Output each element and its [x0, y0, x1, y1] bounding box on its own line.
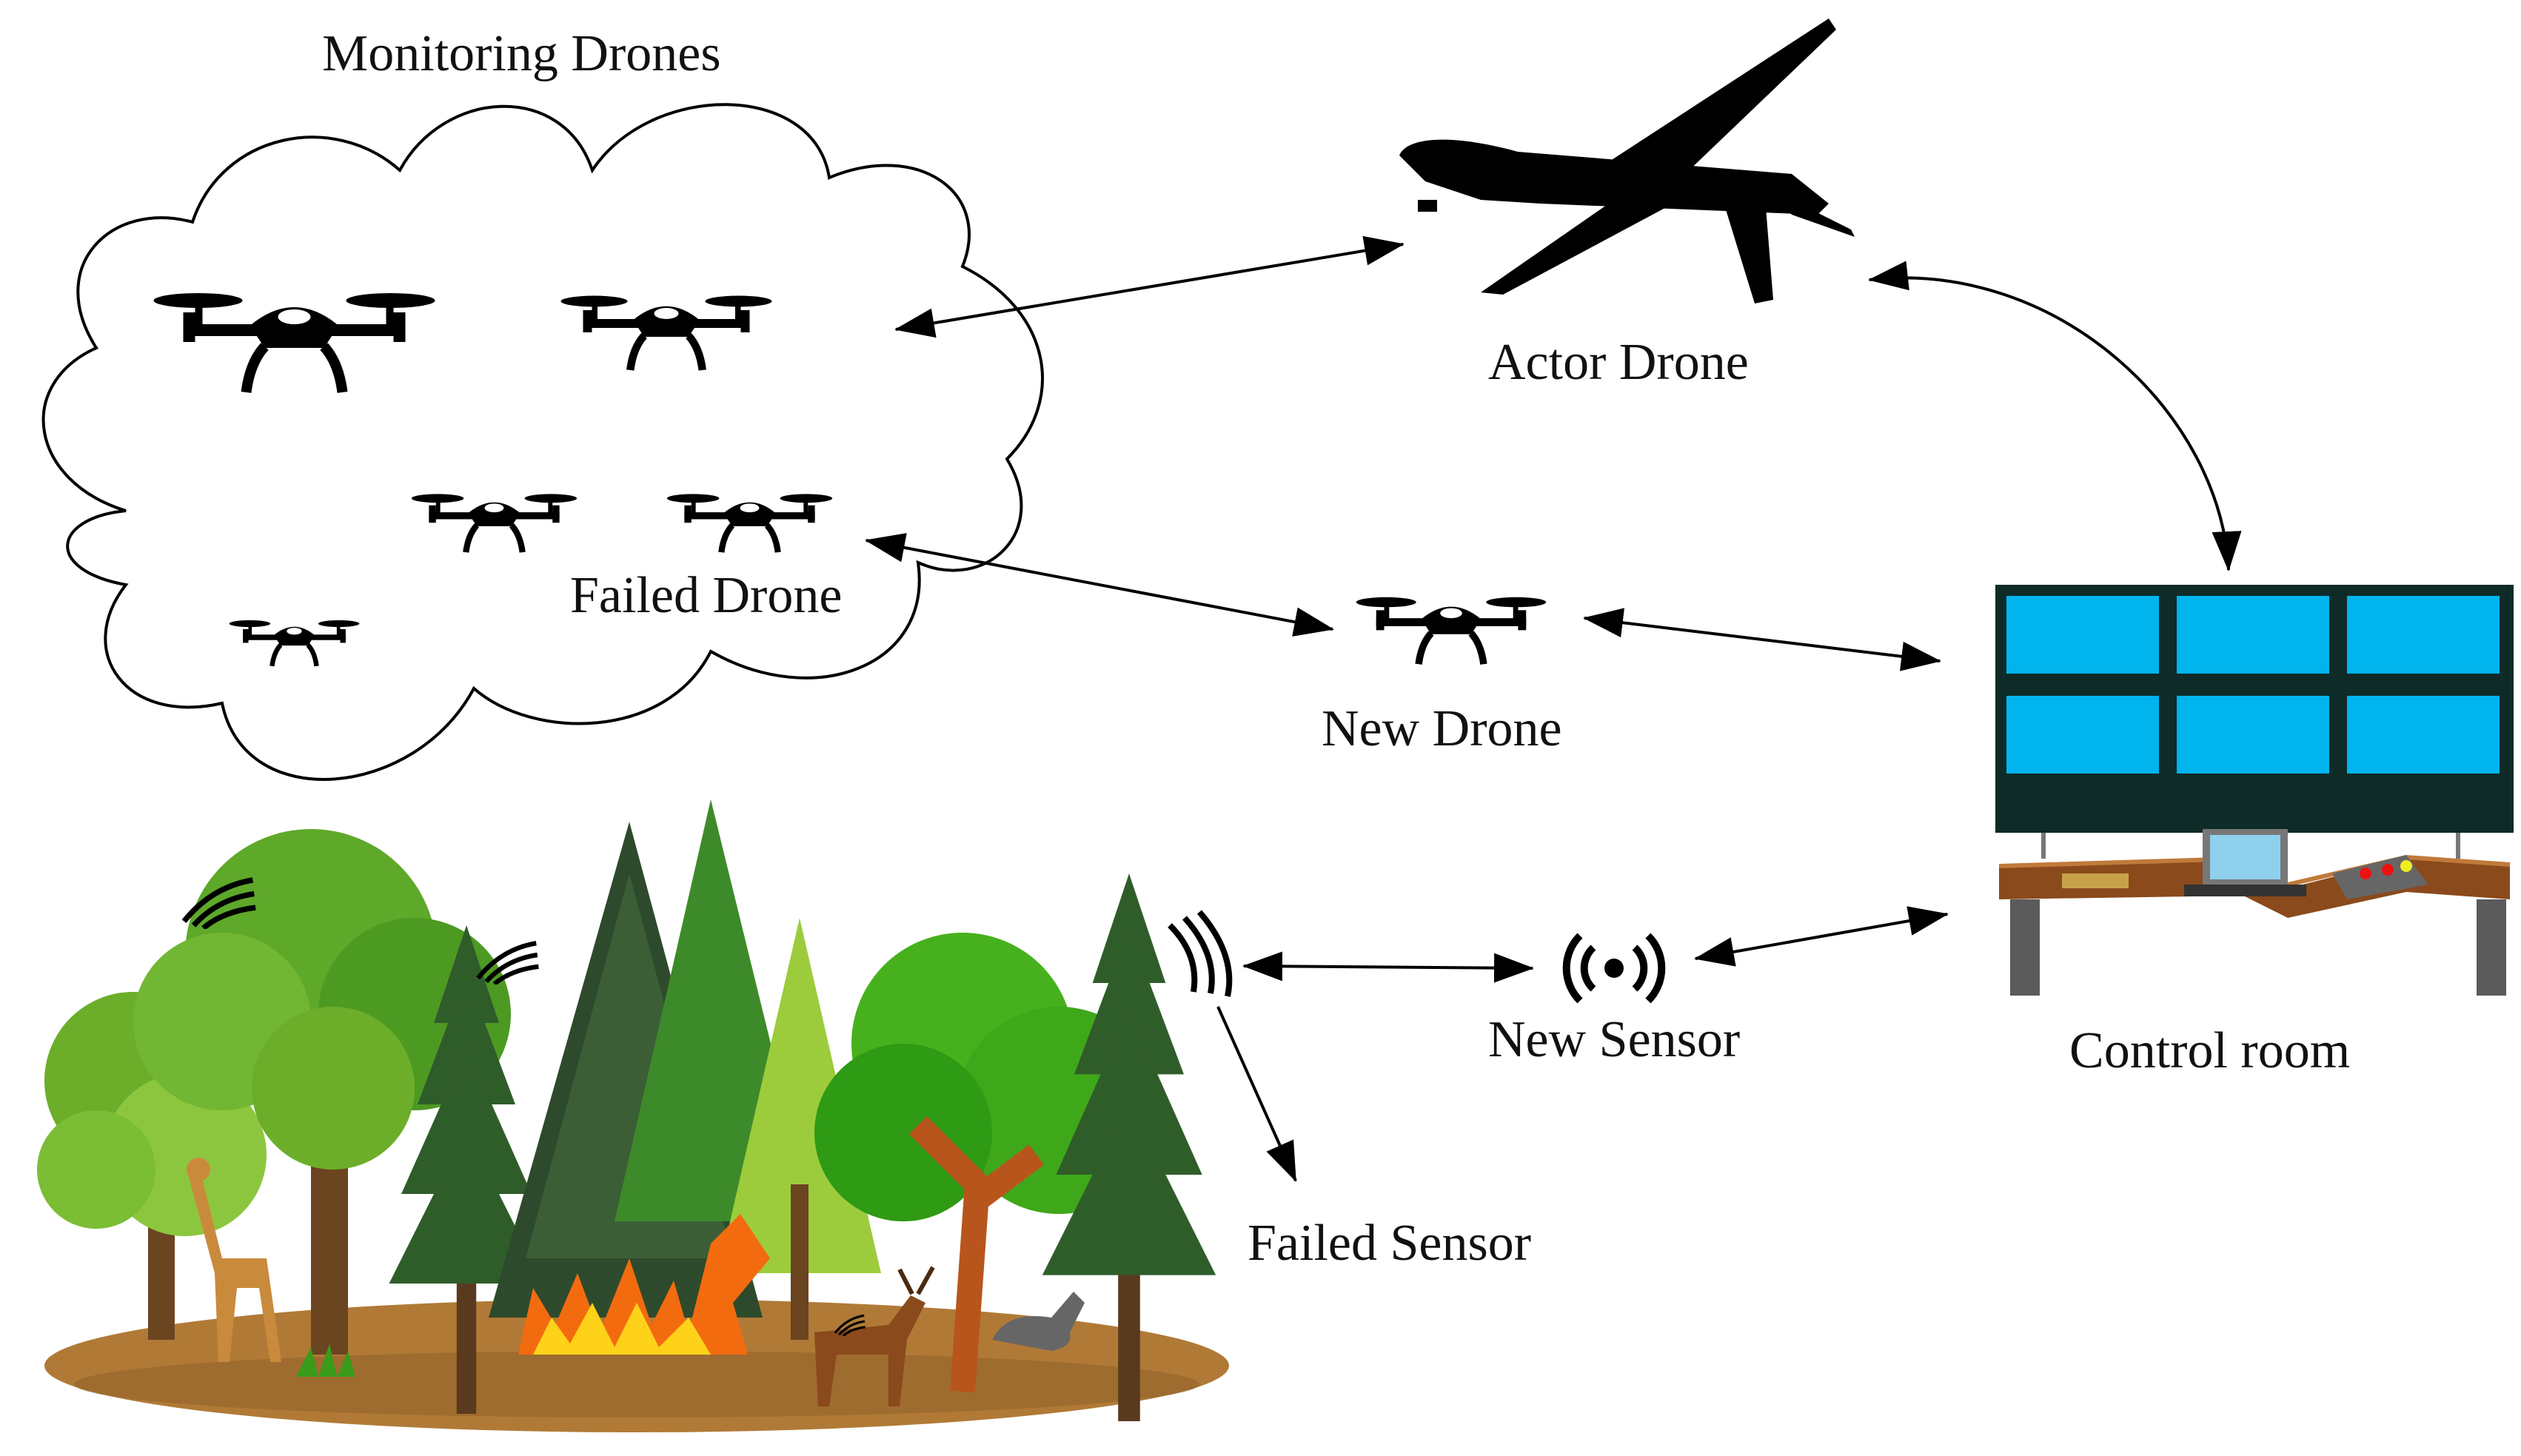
giraffe-icon — [187, 1158, 281, 1362]
arrow-cloud-actor — [894, 235, 1405, 338]
arrow-new-sensor-control — [1694, 906, 1949, 967]
arrow-new-drone-control — [1583, 608, 1941, 671]
donkey-icon — [992, 1292, 1085, 1351]
label-new-drone: New Drone — [1322, 700, 1562, 757]
label-failed-drone: Failed Drone — [570, 567, 843, 624]
label-failed-sensor: Failed Sensor — [1248, 1215, 1532, 1272]
label-new-sensor: New Sensor — [1488, 1011, 1741, 1068]
label-control-room: Control room — [2069, 1022, 2351, 1079]
new-sensor-icon — [1562, 933, 1666, 1004]
arrow-failed-sensor-label — [1216, 1006, 1297, 1182]
arrow-failed-new-drone — [865, 533, 1334, 637]
failed-sensor-icon — [1168, 910, 1233, 997]
arrow-failed-sensor-new-sensor — [1242, 951, 1534, 983]
connection-arrows — [865, 235, 2242, 1182]
label-monitoring-drones: Monitoring Drones — [322, 25, 721, 82]
label-actor-drone: Actor Drone — [1488, 334, 1749, 391]
actor-drone-icon — [1399, 19, 1855, 303]
fire-icon — [518, 1214, 770, 1355]
monitoring-cloud — [41, 103, 1044, 781]
forest-scene — [37, 799, 1229, 1432]
deer-icon — [814, 1266, 935, 1406]
control-room-icon — [1995, 585, 2514, 996]
new-drone-icon — [1356, 597, 1547, 664]
arrow-actor-control — [1868, 261, 2242, 571]
